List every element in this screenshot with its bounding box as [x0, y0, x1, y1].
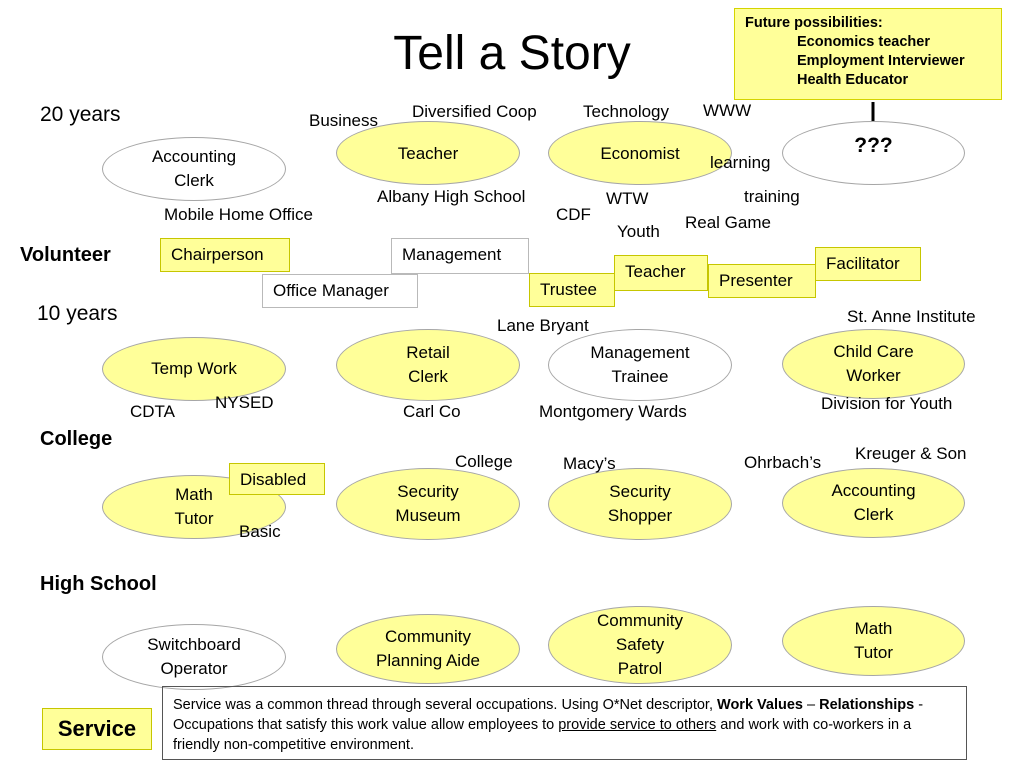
page-title: Tell a Story — [393, 27, 631, 80]
oval-math-tutor-hs: Math Tutor — [782, 606, 965, 676]
label-st-anne-institute: St. Anne Institute — [847, 307, 976, 326]
label-carl-co: Carl Co — [403, 402, 461, 421]
box-disabled: Disabled — [229, 463, 325, 495]
label-albany-high-school: Albany High School — [377, 187, 526, 206]
label-cdf: CDF — [556, 205, 591, 224]
label-montgomery-wards: Montgomery Wards — [539, 402, 687, 421]
oval-accounting-clerk-college: Accounting Clerk — [782, 468, 965, 538]
section-high-school: High School — [40, 573, 157, 595]
future-heading: Future possibilities: — [745, 15, 883, 31]
label-kreuger-son: Kreuger & Son — [855, 444, 967, 463]
section-10-years: 10 years — [37, 302, 118, 325]
future-possibilities-box: Future possibilities: Economics teacher … — [734, 8, 1002, 100]
oval-child-care-worker: Child Care Worker — [782, 329, 965, 399]
label-www: WWW — [703, 101, 752, 120]
service-note: Service was a common thread through seve… — [162, 686, 967, 760]
box-management: Management — [391, 238, 529, 274]
box-facilitator: Facilitator — [815, 247, 921, 281]
label-learning: learning — [710, 153, 771, 172]
label-training: training — [744, 187, 800, 206]
oval-accounting-clerk: Accounting Clerk — [102, 137, 286, 201]
box-office-manager: Office Manager — [262, 274, 418, 308]
label-wtw: WTW — [606, 189, 649, 208]
future-item: Employment Interviewer — [797, 53, 965, 69]
future-item: Economics teacher — [797, 34, 930, 50]
box-chairperson: Chairperson — [160, 238, 290, 272]
oval-economist: Economist — [548, 121, 732, 185]
label-lane-bryant: Lane Bryant — [497, 316, 589, 335]
section-20-years: 20 years — [40, 103, 121, 126]
oval-community-planning-aide: Community Planning Aide — [336, 614, 520, 684]
label-diversified-coop: Diversified Coop — [412, 102, 537, 121]
box-presenter: Presenter — [708, 264, 816, 298]
oval-teacher: Teacher — [336, 121, 520, 185]
label-college: College — [455, 452, 513, 471]
section-college: College — [40, 428, 113, 450]
section-volunteer: Volunteer — [20, 244, 111, 266]
service-box: Service — [42, 708, 152, 750]
oval-temp-work: Temp Work — [102, 337, 286, 401]
oval-switchboard-operator: Switchboard Operator — [102, 624, 286, 690]
future-item: Health Educator — [797, 72, 909, 88]
label-basic: Basic — [239, 522, 281, 541]
label-technology: Technology — [583, 102, 670, 121]
oval-community-safety-patrol: Community Safety Patrol — [548, 606, 732, 684]
oval-management-trainee: Management Trainee — [548, 329, 732, 401]
oval-security-museum: Security Museum — [336, 468, 520, 540]
label-nysed: NYSED — [215, 393, 274, 412]
label-ohrbachs: Ohrbach’s — [744, 453, 822, 472]
label-division-for-youth: Division for Youth — [821, 394, 953, 413]
label-macys: Macy’s — [563, 454, 616, 473]
label-business: Business — [309, 111, 378, 130]
label-real-game: Real Game — [685, 213, 771, 232]
oval-retail-clerk: Retail Clerk — [336, 329, 520, 401]
label-cdta: CDTA — [130, 402, 176, 421]
box-trustee: Trustee — [529, 273, 615, 307]
box-teacher: Teacher — [614, 255, 708, 291]
oval-unknown-future: ??? — [782, 121, 965, 185]
label-mobile-home-office: Mobile Home Office — [164, 205, 313, 224]
label-youth: Youth — [617, 222, 660, 241]
oval-security-shopper: Security Shopper — [548, 468, 732, 540]
